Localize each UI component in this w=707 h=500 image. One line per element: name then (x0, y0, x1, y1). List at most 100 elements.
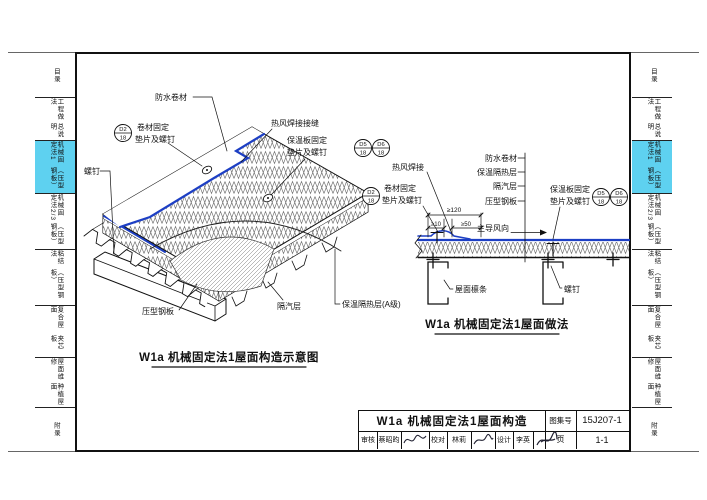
tab-label: 附录 (649, 421, 657, 437)
vapor-barrier-fan (169, 236, 275, 293)
sidebar-tab-appendix[interactable]: 附录 (632, 407, 672, 451)
title-block-vline (447, 430, 448, 449)
tab-label: 机械固定法2/3 (646, 193, 660, 221)
tab-sublabel: （压型钢板） (49, 166, 63, 190)
svg-text:18: 18 (120, 136, 126, 142)
tab-sublabel: （压型钢板） (646, 222, 660, 246)
left-diagram-caption: W1a 机械固定法1屋面构造示意图 (139, 350, 319, 364)
label-steel-deck: 压型钢板 (142, 306, 174, 316)
detail-bubble-d5: D5 18 (354, 139, 372, 157)
insulation-fastener-section (546, 241, 560, 257)
detail-bubble-sec-d6: D6 18 (610, 188, 628, 206)
label-waterproof-sec: 防水卷材 (485, 153, 517, 163)
membrane-fastener (201, 165, 213, 175)
sidebar-tab-mech-fix-1[interactable]: 机械固定法1 （压型钢板） (35, 141, 75, 194)
sidebar-tab-mech-fix-23[interactable]: 机械固定法2/3（压型钢板） (632, 193, 672, 250)
label-membrane-fixing-1: 卷材固定 (137, 122, 169, 132)
atlas-no-label: 图集号 (549, 416, 572, 426)
sidebar-tab-sandwich[interactable]: 复合屋面夹芯板 (632, 305, 672, 358)
designer-name: 李英 (516, 436, 530, 444)
purlin-right (542, 261, 564, 305)
atlas-no-value: 15J207-1 (582, 415, 622, 427)
sidebar-tab-maintenance[interactable]: 屋面维修种植屋面 (35, 357, 75, 408)
sidebar-tab-general-notes[interactable]: 工程做法总说明 (632, 98, 672, 142)
svg-text:D2: D2 (119, 127, 126, 133)
label-screw-sec: 螺钉 (564, 284, 580, 294)
left-sidebar: 目录 工程做法总说明 机械固定法1（压型钢板） 机械固定法2/3（压型钢板） 粘… (35, 53, 75, 451)
sidebar-tab-general-notes[interactable]: 工程做法总说明 (35, 98, 75, 142)
deck-screws (426, 252, 620, 269)
tab-label: 机械固定法1 (646, 141, 660, 164)
tab-label: 屋面维修 (49, 357, 63, 381)
tab-label: 机械固定法1 (49, 141, 63, 164)
sidebar-tab-adhered[interactable]: 粘结法（压型钢板） (35, 249, 75, 306)
wind-arrow-head (540, 229, 547, 236)
signature-scribble (536, 431, 558, 446)
break-edge (414, 234, 423, 259)
svg-text:18: 18 (360, 151, 366, 157)
purlin-left (427, 261, 449, 305)
lap-fastener (430, 230, 444, 244)
tab-label: 附录 (52, 421, 60, 437)
dimension-lines (425, 212, 484, 238)
title-block-vline (471, 430, 472, 449)
tab-label: 机械固定法2/3 (49, 193, 63, 221)
layer-callout (517, 152, 526, 263)
tab-label: 复合屋面 (49, 305, 63, 329)
tab-sublabel: 种植屋面 (646, 382, 660, 406)
tab-label: 复合屋面 (646, 305, 660, 329)
title-block-row-divider (359, 430, 629, 432)
label-board-fixing-1: 保温板固定 (287, 135, 327, 145)
svg-text:D6: D6 (615, 191, 622, 197)
page-number: 1-1 (595, 434, 609, 445)
left-diagram: 防水卷材 卷材固定 垫片及螺钉 热风焊接接缝 保温板固定 垫片及螺钉 螺钉 压型… (83, 92, 401, 368)
detail-bubble-sec-d2: D2 18 (362, 187, 380, 205)
membrane-lap (417, 229, 471, 240)
checker-name: 林莉 (452, 436, 466, 444)
sidebar-tab-sandwich[interactable]: 复合屋面夹芯板 (35, 305, 75, 358)
tab-label: 屋面维修 (646, 357, 660, 381)
insulation-band (418, 242, 629, 257)
sheet-title: W1a 机械固定法1屋面构造 (376, 415, 528, 428)
tab-label: 目录 (52, 67, 60, 83)
title-block-vline (401, 430, 402, 449)
checker-label: 校对 (431, 436, 445, 444)
sidebar-tab-maintenance[interactable]: 屋面维修种植屋面 (632, 357, 672, 408)
svg-text:18: 18 (368, 199, 374, 205)
sidebar-tab-adhered[interactable]: 粘结法（压型钢板） (632, 249, 672, 306)
svg-text:18: 18 (598, 200, 604, 206)
purlin-channel (93, 251, 227, 322)
membrane-sheet (103, 127, 264, 227)
label-deck-sec: 压型钢板 (485, 196, 517, 206)
tab-sublabel: （压型钢板） (646, 166, 660, 190)
title-block: W1a 机械固定法1屋面构造 图集号 15J207-1 审核 蔡昭昀 校对 林莉… (358, 410, 630, 451)
right-diagram-caption: W1a 机械固定法1屋面做法 (425, 317, 569, 331)
sidebar-tab-appendix[interactable]: 附录 (35, 407, 75, 451)
title-block-vline (545, 411, 546, 449)
reviewer-label: 审核 (361, 436, 375, 444)
reviewer-name: 蔡昭昀 (378, 436, 400, 444)
label-insulation-a: 保温隔热层(A级) (342, 299, 401, 309)
tab-label: 工程做法 (646, 98, 660, 121)
dim-total: ≥120 (447, 207, 462, 214)
svg-text:D6: D6 (377, 142, 384, 148)
signature-scribble (473, 433, 494, 445)
sidebar-tab-mech-fix-1[interactable]: 机械固定法1 （压型钢板） (632, 141, 672, 194)
tab-sublabel: 总说明 (49, 122, 63, 138)
label-roof-purlin: 屋面檩条 (455, 284, 487, 294)
title-block-vline (495, 430, 496, 449)
detail-bubble-d2: D2 18 (114, 124, 132, 142)
tab-sublabel: （压型钢板） (646, 268, 660, 299)
tab-sublabel: （压型钢板） (49, 268, 63, 299)
sidebar-tab-contents[interactable]: 目录 (35, 53, 75, 99)
tab-label: 目录 (649, 67, 657, 83)
label-hot-air-weld: 热风焊接 (392, 162, 424, 172)
tab-sublabel: 总说明 (646, 122, 660, 138)
svg-text:D5: D5 (359, 142, 366, 148)
label-board-fixing-sec2: 垫片及螺钉 (550, 196, 590, 206)
insulation-fastener (262, 193, 274, 203)
sidebar-tab-contents[interactable]: 目录 (632, 53, 672, 99)
sidebar-tab-mech-fix-23[interactable]: 机械固定法2/3（压型钢板） (35, 193, 75, 250)
